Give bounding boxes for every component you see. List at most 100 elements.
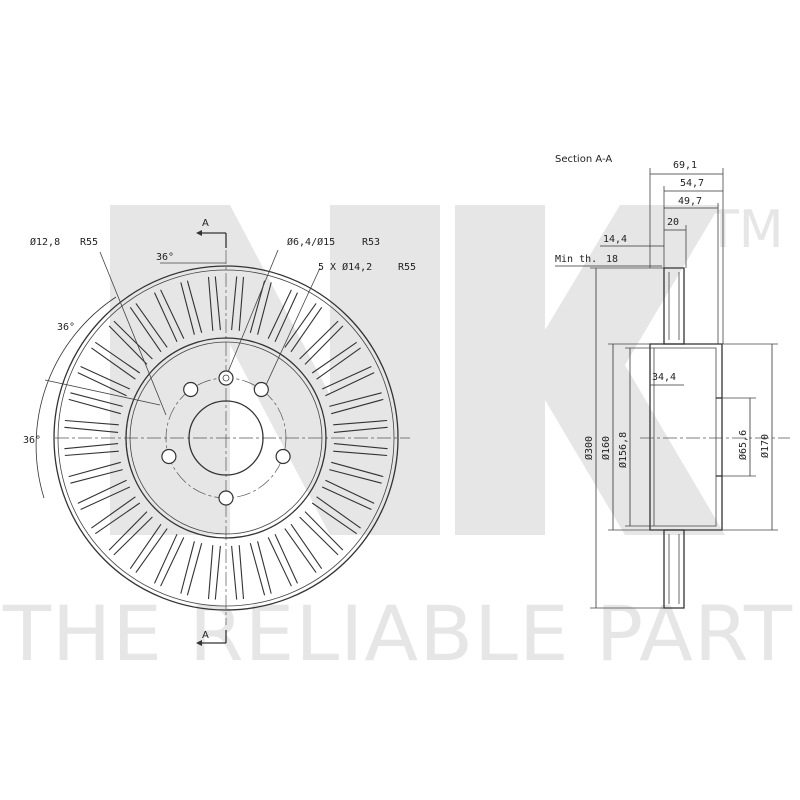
section-title: Section A-A (555, 154, 612, 165)
center-bore (188, 400, 264, 476)
bolt-holes-label: 5 X Ø14,2 (318, 261, 372, 273)
bolt-hole (161, 448, 177, 465)
cooling-vane-edge (321, 365, 372, 390)
bolt-holes (161, 381, 291, 506)
cooling-vane-edge (284, 303, 317, 348)
dim-min-thickness-caption: Min th. (555, 254, 597, 265)
disc-outer-edge (53, 265, 399, 611)
hat-outer-circle (125, 337, 327, 539)
cooling-vane-edge (284, 528, 317, 573)
dim-hat-inner-label: 49,7 (678, 196, 702, 207)
cooling-vane-edge (214, 276, 221, 331)
cooling-vane-edge (108, 511, 148, 551)
watermark-logo-nk (110, 205, 725, 535)
cooling-vane-edge (290, 306, 323, 353)
cooling-vane-edge (274, 292, 299, 343)
cooling-vane-edge (333, 426, 388, 433)
cooling-vane-edge (108, 325, 148, 365)
angle-low-label: 36° (23, 435, 41, 446)
cooling-vane-edge (231, 276, 238, 331)
cooling-vane-edge (70, 392, 123, 407)
cooling-vane-edge (135, 303, 168, 348)
leader-angle-mid (44, 379, 161, 406)
cooling-vane-edge (94, 502, 141, 535)
section-marker-top (196, 230, 227, 248)
cooling-vane-edge (214, 545, 221, 600)
bolt-hole (218, 490, 234, 506)
cooling-vane-edge (311, 341, 358, 374)
dim-overall-height (649, 168, 724, 344)
cooling-vane-edge (316, 347, 361, 380)
cooling-vane-edge (321, 486, 372, 511)
cooling-vane-edge (64, 426, 119, 433)
cooling-vane-edge (160, 289, 185, 339)
bolt-holes-radius-label: R55 (398, 262, 416, 273)
dim-hub-depth-label: 34,4 (652, 372, 676, 383)
cooling-vane-edge (77, 479, 127, 504)
leader-bolt-holes (265, 267, 321, 386)
leader-pilot-hole (227, 249, 279, 373)
dim-center-bore-dia-label: Ø65,6 (737, 430, 749, 460)
cooling-vane-edge (80, 486, 131, 511)
cooling-vane-edge (180, 541, 195, 594)
cooling-vane-edge (153, 292, 178, 343)
cooling-vane-edge (68, 461, 121, 478)
disc-outer-edge-inner (57, 269, 395, 607)
cooling-vane-edge (186, 280, 203, 333)
cooling-vane-edge (153, 533, 178, 584)
dim-disc-thickness (664, 225, 687, 268)
dim-disc-dia (590, 267, 664, 609)
watermark-trademark: TM (706, 200, 784, 260)
cooling-vane-edge (68, 398, 121, 415)
front-view: A A Ø12,8 R55 Ø6,4/Ø15 R53 5 X Ø14,2 R55… (23, 218, 416, 646)
cooling-vane-edge (80, 365, 131, 390)
cooling-vane-edge (290, 523, 323, 570)
bolt-hole (183, 381, 199, 398)
dim-hat-outer-dia (608, 343, 650, 531)
cooling-vane-edge (331, 398, 384, 415)
dim-hat-height-label: 54,7 (680, 178, 704, 189)
cooling-vane-edge (257, 541, 272, 594)
cooling-vane-edge (311, 502, 358, 535)
pilot-hole-radius-label: R53 (362, 237, 380, 248)
cooling-vane-edge (64, 443, 119, 450)
dim-bolt-circle-dia-label: Ø170 (759, 434, 771, 458)
cooling-vane-edge (70, 469, 123, 484)
cooling-vane-edge (94, 341, 141, 374)
cooling-vane-edge (329, 469, 382, 484)
cooling-vane-edge (77, 372, 127, 397)
cooling-vane-edge (231, 545, 238, 600)
section-view: Section A-A 69,1 54,7 (555, 154, 790, 609)
dim-disc-thickness-label: 20 (667, 217, 679, 228)
dim-disc-dia-label: Ø300 (583, 436, 595, 460)
angle-top-label: 36° (156, 252, 174, 263)
cooling-vane-edge (113, 320, 153, 360)
angle-arc (35, 296, 117, 499)
cooling-vane-edge (257, 282, 272, 335)
cooling-vane-edge (299, 320, 339, 360)
cooling-vane-edge (64, 450, 119, 457)
dim-hat-inner (664, 203, 719, 344)
cooling-vane-edge (325, 479, 375, 504)
cooling-vane-edge (91, 347, 136, 380)
cooling-vane-edge (267, 537, 292, 587)
dim-overall-height-label: 69,1 (673, 160, 697, 171)
dim-hat-inner-dia (625, 347, 654, 527)
cooling-vane-edge (135, 528, 168, 573)
cooling-vane-edge (329, 392, 382, 407)
pilot-hole (218, 370, 234, 386)
cooling-vane-edge (267, 289, 292, 339)
dim-bolt-circle-dia (722, 343, 778, 531)
cooling-vane-edge (91, 496, 136, 529)
pilot-hole-dia-label: Ø6,4/Ø15 (287, 236, 335, 248)
cooling-vane-edge (299, 516, 339, 556)
cooling-vane-edge (238, 276, 245, 331)
cooling-vane-edge (180, 282, 195, 335)
hat-inner-circle (129, 341, 323, 535)
cooling-vane-edge (113, 516, 153, 556)
cooling-vane-edge (333, 450, 388, 457)
cooling-vane-edge (325, 372, 375, 397)
cooling-vane-edge (129, 523, 162, 570)
